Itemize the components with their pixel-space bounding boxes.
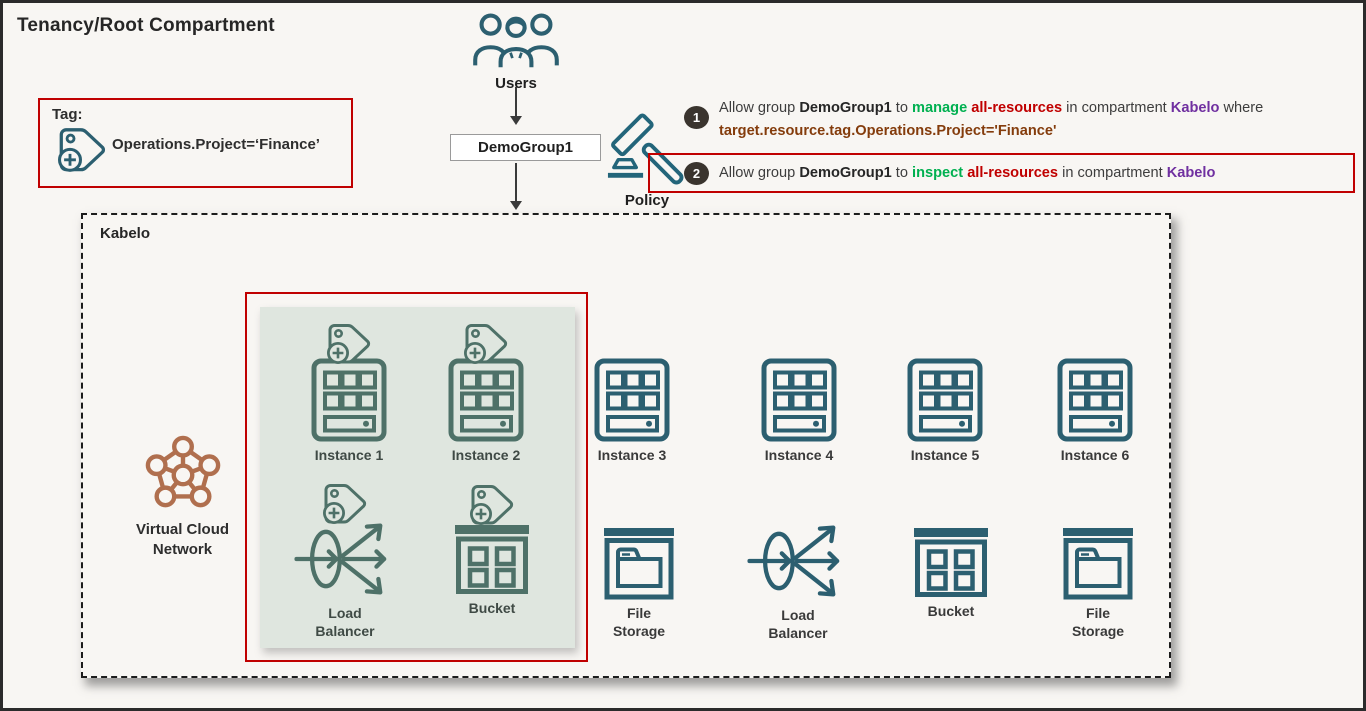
file-storage-icon bbox=[1063, 528, 1133, 600]
policy-1-compartment: Kabelo bbox=[1170, 100, 1220, 116]
resource-load-balancer-2: Load Balancer bbox=[738, 520, 858, 642]
policy-statement-1: Allow group DemoGroup1 to manage all-res… bbox=[719, 97, 1363, 143]
instance-icon bbox=[448, 358, 524, 442]
policy-1-condition: target.resource.tag.Operations.Project='… bbox=[719, 122, 1057, 139]
virtual-cloud-network-icon bbox=[144, 434, 222, 512]
vcn-label: Virtual Cloud Network bbox=[135, 521, 230, 558]
policy-label: Policy bbox=[624, 192, 670, 209]
resource-label: File Storage bbox=[612, 605, 666, 639]
resource-instance-1: Instance 1 bbox=[289, 322, 409, 464]
policy-2-group: DemoGroup1 bbox=[799, 165, 892, 181]
file-storage-icon bbox=[604, 528, 674, 600]
policy-1-suffix: where bbox=[1219, 100, 1264, 116]
arrow-users-to-group-line bbox=[515, 87, 517, 116]
policy-statement-2: Allow group DemoGroup1 to inspect all-re… bbox=[719, 162, 1339, 185]
resource-instance-4: Instance 4 bbox=[739, 358, 859, 464]
policy-1-number-badge: 1 bbox=[684, 106, 709, 129]
policy-2-verb: inspect bbox=[912, 165, 964, 181]
vcn-group: Virtual Cloud Network bbox=[110, 434, 255, 560]
resource-bucket-2: Bucket bbox=[891, 528, 1011, 620]
policy-2-mid: in compartment bbox=[1058, 165, 1167, 181]
compartment-kabelo: Kabelo Virtual Cloud Network Instance 1 … bbox=[81, 213, 1171, 678]
group-box: DemoGroup1 bbox=[450, 134, 601, 161]
page-title: Tenancy/Root Compartment bbox=[17, 15, 275, 36]
resource-bucket-tagged: Bucket bbox=[432, 483, 552, 617]
arrow-group-to-compartment-head bbox=[510, 201, 522, 210]
instance-icon bbox=[907, 358, 983, 442]
tag-icon bbox=[463, 322, 509, 366]
resource-instance-3: Instance 3 bbox=[572, 358, 692, 464]
policy-2-compartment: Kabelo bbox=[1166, 165, 1216, 181]
policy-1-verb: manage bbox=[912, 100, 968, 116]
policy-1-line-1: Allow group DemoGroup1 to manage all-res… bbox=[719, 97, 1363, 120]
instance-icon bbox=[311, 358, 387, 442]
load-balancer-icon bbox=[745, 520, 851, 602]
bucket-icon bbox=[455, 525, 529, 595]
tag-legend-box: Tag: Operations.Project=‘Finance’ bbox=[38, 98, 353, 188]
policy-1-mid: in compartment bbox=[1062, 100, 1171, 116]
resource-label: Load Balancer bbox=[315, 605, 375, 639]
tag-legend-heading: Tag: bbox=[52, 106, 83, 123]
policy-2-number-badge: 2 bbox=[684, 162, 709, 185]
bucket-icon bbox=[914, 528, 988, 598]
arrow-group-to-compartment-line bbox=[515, 163, 517, 201]
resource-label: Instance 1 bbox=[314, 447, 384, 463]
resource-file-storage-2: File Storage bbox=[1038, 528, 1158, 640]
instance-icon bbox=[594, 358, 670, 442]
policy-statement-2-highlight-box: 2 Allow group DemoGroup1 to inspect all-… bbox=[648, 153, 1355, 193]
resource-label: File Storage bbox=[1071, 605, 1125, 639]
resource-label: Instance 2 bbox=[451, 447, 521, 463]
policy-1-pre: Allow group bbox=[719, 100, 800, 116]
tag-icon bbox=[56, 126, 108, 174]
resource-label: Bucket bbox=[927, 603, 975, 619]
resource-label: Load Balancer bbox=[768, 607, 828, 641]
instance-icon bbox=[1057, 358, 1133, 442]
resource-label: Instance 3 bbox=[597, 447, 667, 463]
policy-2-to: to bbox=[891, 165, 913, 181]
load-balancer-icon bbox=[292, 518, 398, 600]
tag-icon bbox=[322, 482, 368, 526]
resource-file-storage-1: File Storage bbox=[579, 528, 699, 640]
tag-icon bbox=[469, 483, 515, 527]
users-icon bbox=[464, 11, 568, 69]
policy-group: Policy bbox=[599, 107, 695, 209]
policy-1-to: to bbox=[891, 100, 913, 116]
instance-icon bbox=[761, 358, 837, 442]
compartment-name: Kabelo bbox=[100, 225, 151, 242]
arrow-users-to-group-head bbox=[510, 116, 522, 125]
policy-1-group: DemoGroup1 bbox=[799, 100, 892, 116]
policy-1-line-2: target.resource.tag.Operations.Project='… bbox=[719, 120, 1363, 143]
tag-legend-value: Operations.Project=‘Finance’ bbox=[112, 136, 320, 153]
users-group: Users bbox=[464, 11, 568, 92]
resource-instance-6: Instance 6 bbox=[1035, 358, 1155, 464]
resource-label: Instance 4 bbox=[764, 447, 834, 463]
resource-label: Instance 6 bbox=[1060, 447, 1130, 463]
resource-label: Instance 5 bbox=[910, 447, 980, 463]
resource-label: Bucket bbox=[468, 600, 516, 616]
policy-2-pre: Allow group bbox=[719, 165, 800, 181]
resource-instance-2: Instance 2 bbox=[426, 322, 546, 464]
policy-1-resources: all-resources bbox=[971, 100, 1063, 116]
policy-2-resources: all-resources bbox=[967, 165, 1059, 181]
users-label: Users bbox=[495, 75, 537, 92]
tag-icon bbox=[326, 322, 372, 366]
resource-instance-5: Instance 5 bbox=[885, 358, 1005, 464]
resource-load-balancer-tagged: Load Balancer bbox=[285, 482, 405, 640]
